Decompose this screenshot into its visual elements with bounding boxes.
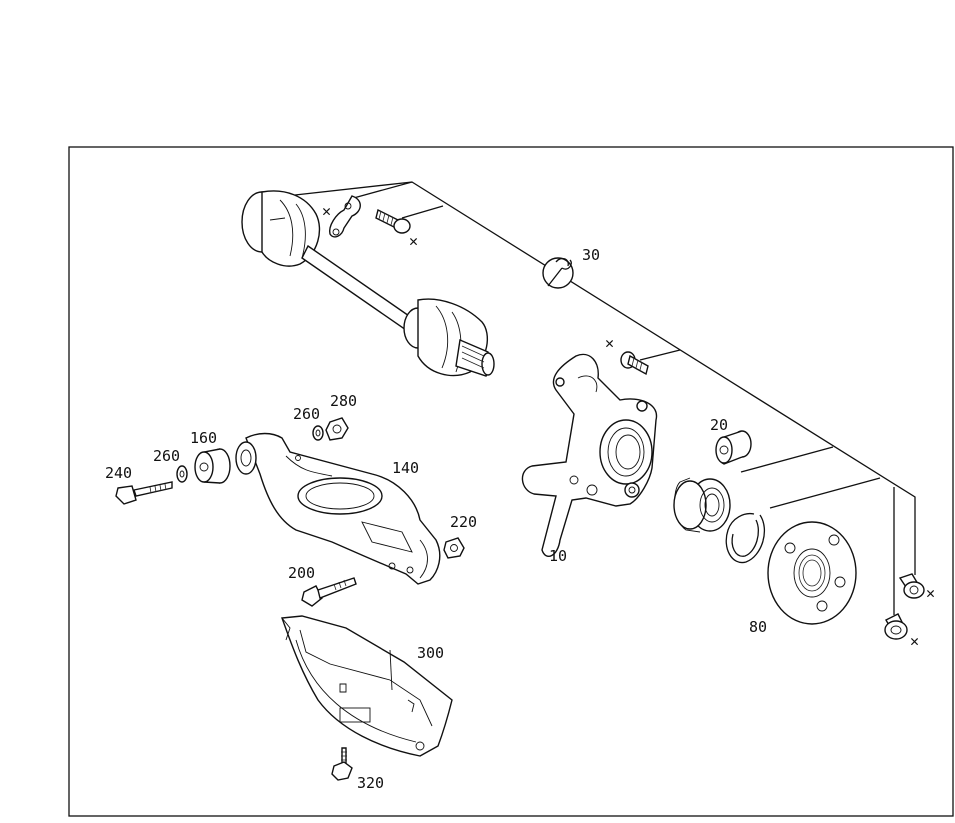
wheel-hub bbox=[767, 521, 857, 625]
label-part-80: 80 bbox=[749, 618, 767, 636]
label-part-300: 300 bbox=[417, 644, 444, 662]
single-use-mark: ✕ bbox=[605, 334, 614, 352]
label-part-220: 220 bbox=[450, 513, 477, 531]
label-part-260: 260 bbox=[153, 447, 180, 465]
single-use-marks: ✕ ✕ ✕ ✕ ✕ bbox=[322, 202, 935, 650]
single-use-mark: ✕ bbox=[910, 632, 919, 650]
label-part-140: 140 bbox=[392, 459, 419, 477]
bolt-upper bbox=[375, 208, 411, 234]
bushing-160 bbox=[194, 448, 231, 484]
wrench-symbol bbox=[542, 257, 574, 289]
label-part-10: 10 bbox=[549, 547, 567, 565]
nut-220 bbox=[443, 537, 465, 559]
drive-shaft bbox=[241, 190, 495, 377]
washer-260-b bbox=[312, 425, 324, 441]
label-part-200: 200 bbox=[288, 564, 315, 582]
single-use-mark: ✕ bbox=[926, 584, 935, 602]
washer-260-a bbox=[176, 465, 188, 483]
fitting-320 bbox=[331, 747, 353, 781]
label-part-20: 20 bbox=[710, 416, 728, 434]
bolt-200 bbox=[301, 577, 357, 607]
label-part-240: 240 bbox=[105, 464, 132, 482]
label-part-320: 320 bbox=[357, 774, 384, 792]
wheel-bearing bbox=[673, 477, 731, 533]
single-use-mark: ✕ bbox=[322, 202, 331, 220]
label-part-160: 160 bbox=[190, 429, 217, 447]
circlip bbox=[725, 512, 765, 564]
label-part-30: 30 bbox=[582, 246, 600, 264]
trailing-arm bbox=[235, 432, 441, 585]
diagram-frame bbox=[68, 146, 954, 817]
bushing-20 bbox=[715, 430, 752, 465]
single-use-mark: ✕ bbox=[409, 232, 418, 250]
nut-280 bbox=[325, 417, 349, 441]
leader-lines bbox=[294, 181, 916, 615]
wheel-carrier bbox=[521, 353, 658, 558]
bolt-240 bbox=[115, 481, 173, 505]
retaining-bracket bbox=[329, 195, 361, 238]
cover-300 bbox=[281, 615, 453, 757]
hub-screws bbox=[884, 573, 925, 640]
bolt-knuckle bbox=[620, 351, 649, 376]
label-part-280: 280 bbox=[330, 392, 357, 410]
label-part-260: 260 bbox=[293, 405, 320, 423]
